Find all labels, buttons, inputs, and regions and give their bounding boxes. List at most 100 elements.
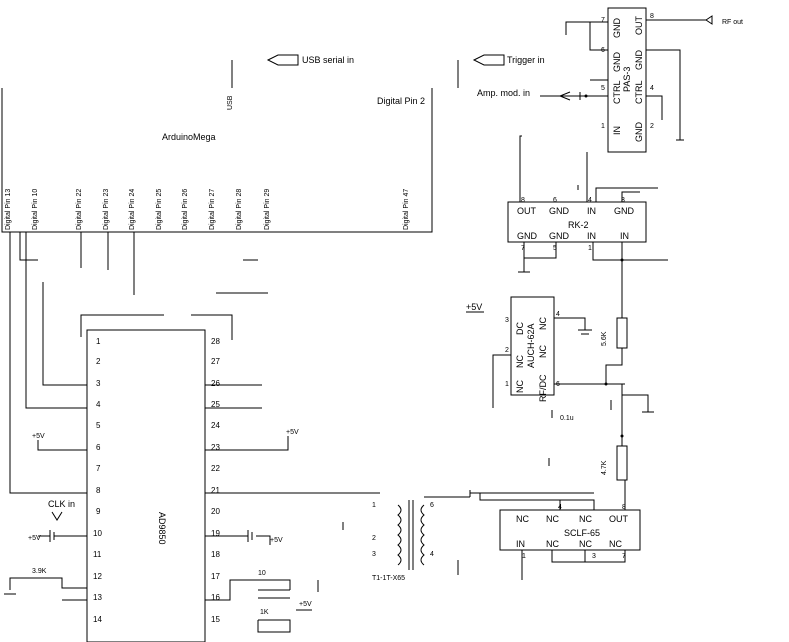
pin-27-label: Digital Pin 27 — [209, 189, 216, 230]
sclf-num-7: 7 — [622, 553, 626, 560]
ad-pin-28: 28 — [211, 337, 220, 346]
sclf-top-3: NC — [579, 514, 592, 524]
rk-num-3: 3 — [621, 197, 625, 204]
pas-bot-3: CTRL — [634, 80, 644, 104]
pas-name: PAS-3 — [622, 67, 632, 92]
ad-pin-13: 13 — [93, 593, 102, 602]
sclf-bot-2: NC — [546, 539, 559, 549]
pin-25-label: Digital Pin 25 — [156, 189, 163, 230]
plus5v-label-3: +5V — [299, 601, 312, 608]
io-labels: USB serial in Trigger in Amp. mod. in — [266, 54, 545, 98]
ad-pin-25: 25 — [211, 400, 220, 409]
ad9850-chip: AD9850 — [86, 329, 206, 642]
xfmr-pin-3: 3 — [372, 551, 376, 558]
att-pin-left-2: NC — [515, 355, 525, 368]
ad-pin-17: 17 — [211, 572, 220, 581]
sclf-num-1: 1 — [522, 553, 526, 560]
res-56k-label: 5.6K — [601, 331, 608, 346]
pas-bot-4: GND — [634, 122, 644, 143]
transformer-t1: 1 2 3 6 4 T1-1T-X65 — [342, 490, 594, 582]
ad-pin-15: 15 — [211, 615, 220, 624]
attenuator-auch62a: NC NC AUCH-62A RF/DC DC NC NC 3 2 1 4 6 … — [466, 296, 625, 466]
att-num-3: 3 — [505, 317, 509, 324]
rk-top-3: IN — [587, 206, 596, 216]
rk-name: RK-2 — [568, 220, 589, 230]
sclf-bot-3: NC — [579, 539, 592, 549]
pin-47-label: Digital Pin 47 — [403, 189, 410, 230]
ad9850-name: AD9850 — [157, 512, 167, 545]
ad-pin-4: 4 — [96, 400, 101, 409]
rk2-mixer: OUT GND IN GND RK-2 GND GND IN IN 8 6 4 … — [507, 135, 668, 273]
right-rail-resistors: 5.6K 4.7K — [601, 260, 654, 481]
ad-pin-18: 18 — [211, 550, 220, 559]
pin-24-label: Digital Pin 24 — [129, 189, 136, 230]
sclf-num-3: 3 — [592, 553, 596, 560]
rf-out-label: RF out — [722, 19, 743, 26]
sclf-num-8: 8 — [622, 504, 626, 511]
rk-num-6: 6 — [553, 197, 557, 204]
pin-29-label: Digital Pin 29 — [264, 189, 271, 230]
pin-23-label: Digital Pin 23 — [103, 189, 110, 230]
pin-26-label: Digital Pin 26 — [182, 189, 189, 230]
sclf-bot-1: IN — [516, 539, 525, 549]
usb-serial-in-label: USB serial in — [302, 55, 354, 65]
ad-pin-9: 9 — [96, 507, 101, 516]
rk-num-8: 8 — [521, 197, 525, 204]
xfmr-pin-4: 4 — [430, 551, 434, 558]
pas-top-2: GND — [612, 52, 622, 73]
amp-mod-in-label: Amp. mod. in — [477, 88, 530, 98]
ad9850-right-wires: +5V +5V 10 1K +5V — [205, 384, 380, 633]
rk-num-1: 1 — [588, 245, 592, 252]
arduino-mega-block: USB Digital Pin 2 ArduinoMega — [1, 60, 433, 233]
arduino-wires — [9, 232, 268, 494]
rk-bot-4: IN — [620, 231, 629, 241]
ad-pin-19: 19 — [211, 529, 220, 538]
ad-pin-21: 21 — [211, 486, 220, 495]
sclf65-filter: NC NC NC OUT SCLF-65 IN NC NC NC 4 8 1 3… — [479, 480, 641, 580]
digital-pin2-label: Digital Pin 2 — [377, 96, 425, 106]
pas-top-1: GND — [612, 18, 622, 39]
sclf-top-4: OUT — [609, 514, 629, 524]
ad-pin-22: 22 — [211, 464, 220, 473]
sclf-name: SCLF-65 — [564, 528, 600, 538]
ad-pin-26: 26 — [211, 379, 220, 388]
pas-bot-1: OUT — [634, 16, 644, 36]
ad-pin-1: 1 — [96, 337, 101, 346]
ad-pin-6: 6 — [96, 443, 101, 452]
att-name: AUCH-62A — [526, 323, 536, 368]
pas-num-7: 7 — [601, 17, 605, 24]
rk-bot-3: IN — [587, 231, 596, 241]
ad9850-left-wires: +5V CLK in +5V 3.9K — [4, 433, 87, 601]
xfmr-pin-6: 6 — [430, 502, 434, 509]
ad-pin-14: 14 — [93, 615, 102, 624]
xfmr-pin-1: 1 — [372, 502, 376, 509]
pas-num-8: 8 — [650, 13, 654, 20]
rk-num-4: 4 — [588, 197, 592, 204]
pin-22-label: Digital Pin 22 — [76, 189, 83, 230]
rk-num-7: 7 — [521, 245, 525, 252]
pin-10-label: Digital Pin 10 — [32, 189, 39, 230]
pas-bot-2: GND — [634, 50, 644, 71]
ad-pin-12: 12 — [93, 572, 102, 581]
xfmr-name: T1-1T-X65 — [372, 575, 405, 582]
pas-num-5: 5 — [601, 85, 605, 92]
ad-pin-23: 23 — [211, 443, 220, 452]
arduino-pin-labels: Digital Pin 13 Digital Pin 10 Digital Pi… — [5, 189, 410, 230]
xfmr-pin-2: 2 — [372, 535, 376, 542]
plus5v-label-2: +5V — [270, 537, 283, 544]
ad-pin-24: 24 — [211, 421, 220, 430]
ad-pin-16: 16 — [211, 593, 220, 602]
att-pin-right-2: NC — [538, 317, 548, 330]
sclf-top-1: NC — [516, 514, 529, 524]
ad-pin-5: 5 — [96, 421, 101, 430]
pas-num-4: 4 — [650, 85, 654, 92]
usb-serial-in-arrow — [266, 54, 299, 66]
rk-bot-2: GND — [549, 231, 570, 241]
att-num-2: 2 — [505, 347, 509, 354]
att-pin-right-3: NC — [538, 345, 548, 358]
pas-num-2: 2 — [650, 123, 654, 130]
att-num-4: 4 — [556, 311, 560, 318]
plus5v-label-1: +5V — [286, 429, 299, 436]
pin-28-label: Digital Pin 28 — [236, 189, 243, 230]
att-pin-left-3: RF/DC — [538, 374, 548, 402]
